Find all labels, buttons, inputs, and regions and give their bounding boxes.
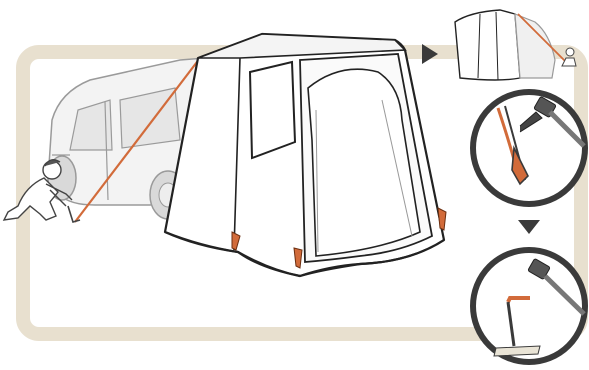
arrow-down-icon (518, 220, 540, 234)
stake-angled-closeup (473, 92, 585, 204)
tent-window (250, 62, 295, 158)
stake-driven-closeup (473, 250, 585, 362)
tent (165, 34, 446, 276)
